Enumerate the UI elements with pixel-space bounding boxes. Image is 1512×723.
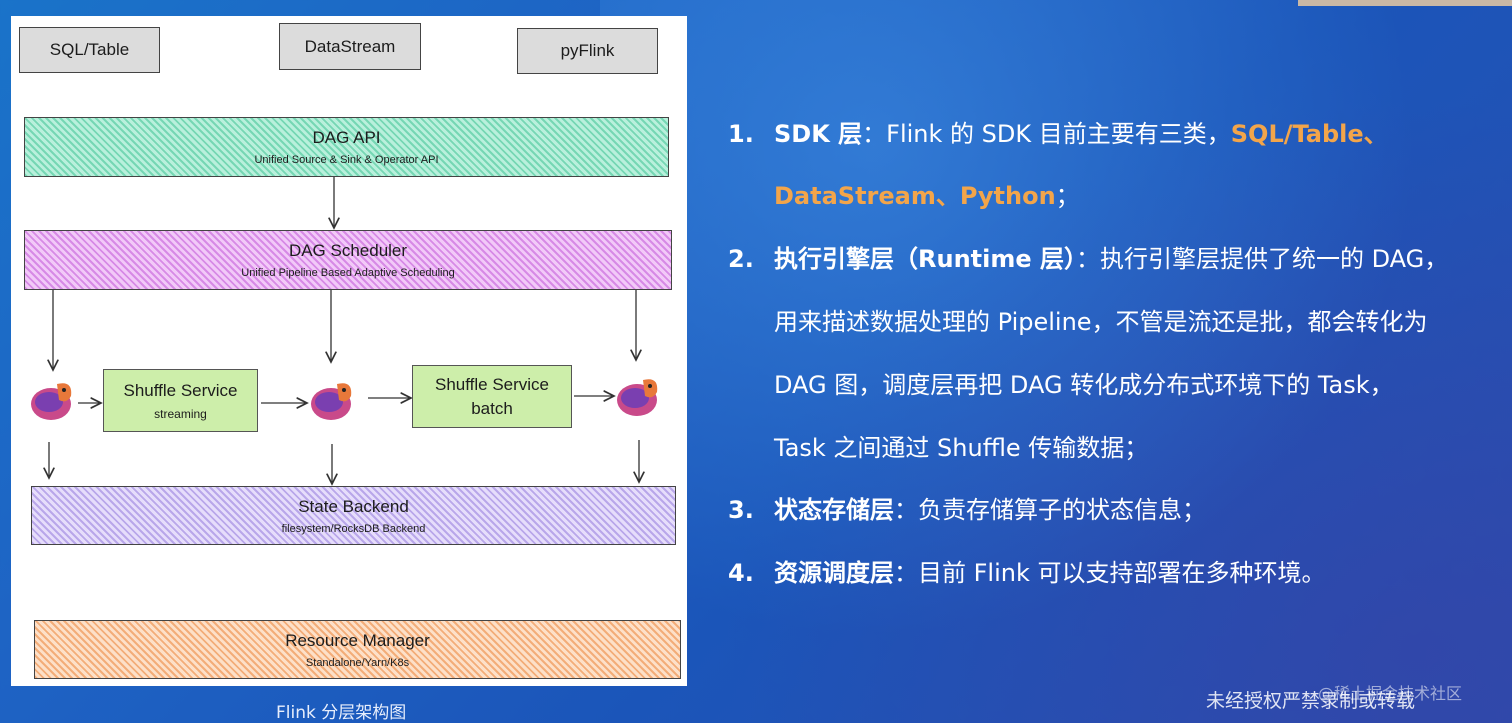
- point-1-text: ：Flink 的 SDK 目前主要有三类，: [862, 120, 1231, 148]
- point-2-line4: Task 之间通过 Shuffle 传输数据；: [774, 434, 1149, 462]
- point-1: 1. SDK 层：Flink 的 SDK 目前主要有三类，SQL/Table、: [728, 114, 1508, 149]
- point-4-head: 资源调度层: [774, 559, 894, 587]
- point-1-line2-highlight: DataStream、Python: [774, 182, 1056, 210]
- point-3: 3. 状态存储层：负责存储算子的状态信息；: [728, 490, 1508, 525]
- sdk-datastream-box: DataStream: [279, 23, 421, 70]
- point-4-text: ：目前 Flink 可以支持部署在多种环境。: [894, 559, 1326, 587]
- resource-manager-title: Resource Manager: [285, 630, 430, 650]
- point-2-number: 2.: [728, 245, 754, 273]
- point-3-text: ：负责存储算子的状态信息；: [894, 496, 1206, 524]
- point-1-head: SDK 层: [774, 120, 863, 148]
- dag-api-title: DAG API: [312, 128, 381, 147]
- point-2: 2. 执行引擎层（Runtime 层）：执行引擎层提供了统一的 DAG，: [728, 239, 1508, 274]
- dag-scheduler-title: DAG Scheduler: [288, 241, 408, 260]
- point-2-text: ：执行引擎层提供了统一的 DAG，: [1076, 245, 1449, 273]
- site-watermark: @稀土掘金技术社区: [1318, 684, 1463, 703]
- point-1-number: 1.: [728, 120, 754, 148]
- state-backend-title: State Backend: [298, 496, 409, 516]
- state-backend-layer: State Backend filesystem/RocksDB Backend: [31, 486, 676, 545]
- sdk-sql-table-box: SQL/Table: [19, 27, 160, 73]
- flink-squirrel-icon: [617, 379, 658, 416]
- sdk-datastream-label: DataStream: [304, 36, 396, 56]
- state-backend-subtitle: filesystem/RocksDB Backend: [281, 522, 426, 535]
- resource-manager-subtitle: Standalone/Yarn/K8s: [305, 656, 410, 669]
- dag-scheduler-subtitle: Unified Pipeline Based Adaptive Scheduli…: [241, 267, 455, 279]
- sdk-sql-table-label: SQL/Table: [49, 40, 130, 59]
- shuffle-batch-title: Shuffle Service: [434, 374, 550, 394]
- shuffle-service-batch: Shuffle Service batch: [412, 365, 572, 428]
- dag-api-subtitle: Unified Source & Sink & Operator API: [254, 154, 439, 166]
- diagram-arrows: [11, 177, 687, 686]
- background-glow: [600, 0, 1512, 723]
- flink-squirrel-icon: [31, 383, 72, 420]
- sdk-pyflink-label: pyFlink: [560, 41, 615, 60]
- point-1-highlight: SQL/Table、: [1230, 120, 1388, 148]
- point-2-line2: 用来描述数据处理的 Pipeline，不管是流还是批，都会转化为: [774, 308, 1428, 336]
- shuffle-batch-subtitle: batch: [471, 398, 513, 418]
- diagram-caption: Flink 分层架构图: [276, 703, 407, 723]
- point-3-number: 3.: [728, 496, 754, 524]
- dag-api-layer: DAG API Unified Source & Sink & Operator…: [24, 117, 669, 177]
- point-2-head: 执行引擎层（Runtime 层）: [774, 245, 1076, 273]
- point-3-head: 状态存储层: [774, 496, 894, 524]
- dag-scheduler-layer: DAG Scheduler Unified Pipeline Based Ada…: [24, 230, 672, 290]
- point-2-line3: DAG 图，调度层再把 DAG 转化成分布式环境下的 Task，: [774, 371, 1394, 399]
- point-1-line2: DataStream、Python；: [728, 176, 1512, 211]
- point-4-number: 4.: [728, 559, 754, 587]
- shuffle-streaming-subtitle: streaming: [154, 406, 207, 421]
- resource-manager-layer: Resource Manager Standalone/Yarn/K8s: [34, 620, 681, 679]
- point-1-line2-text: ；: [1055, 182, 1080, 210]
- flink-squirrel-icon: [311, 383, 352, 420]
- sdk-pyflink-box: pyFlink: [517, 28, 658, 74]
- architecture-diagram: SQL/Table DataStream pyFlink DAG API Uni…: [11, 16, 687, 686]
- copyright-watermark: 未经授权严禁录制或转载: [1206, 690, 1416, 712]
- shuffle-streaming-title: Shuffle Service: [123, 380, 238, 400]
- point-4: 4. 资源调度层：目前 Flink 可以支持部署在多种环境。: [728, 553, 1508, 588]
- camera-overlay: [1298, 0, 1512, 6]
- shuffle-service-streaming: Shuffle Service streaming: [103, 369, 258, 432]
